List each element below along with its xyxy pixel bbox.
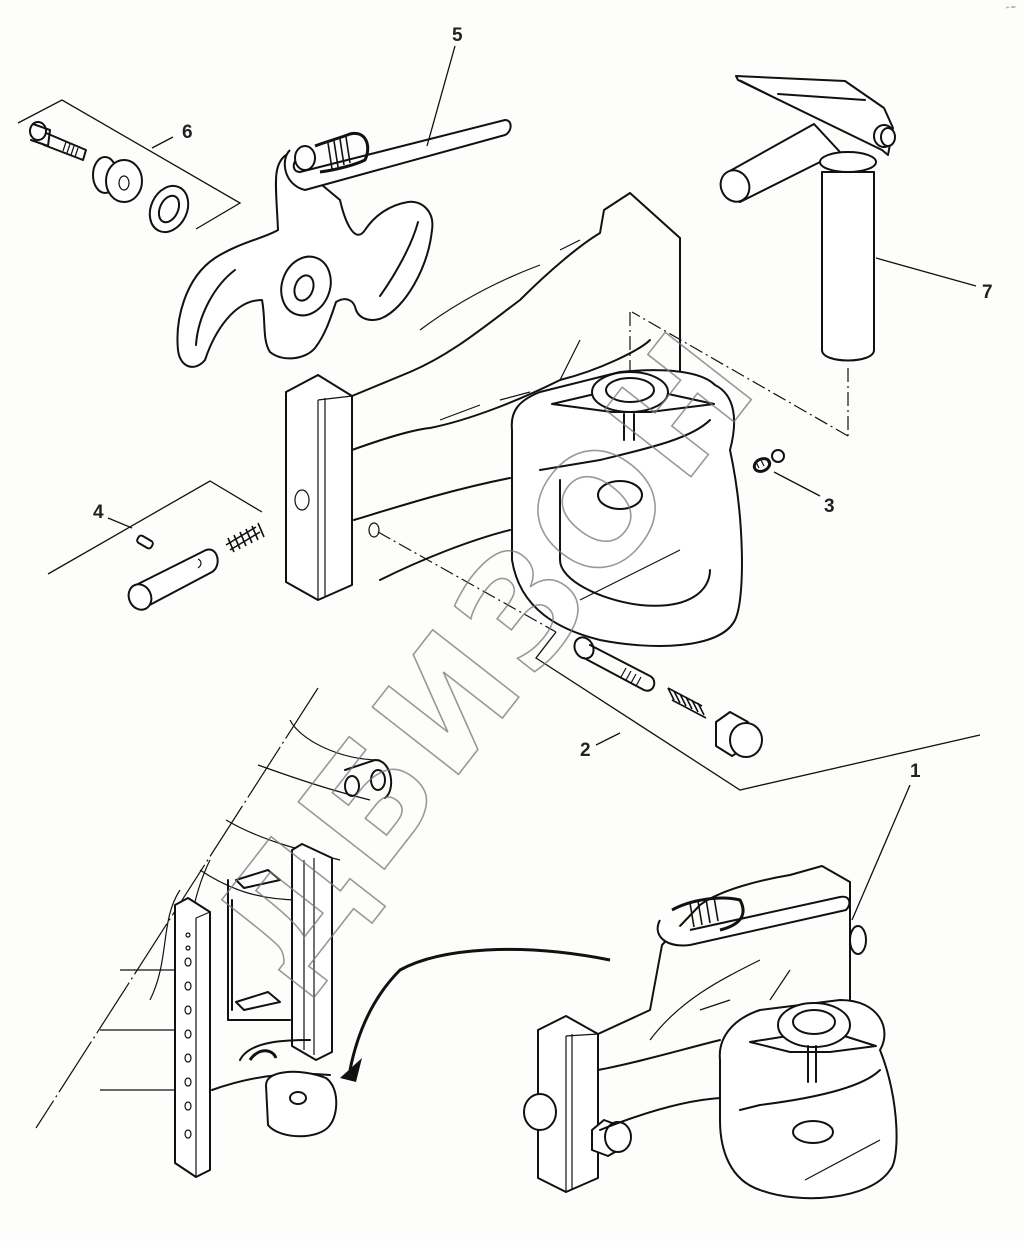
lever-spring (294, 131, 370, 174)
callout-6: 6 (182, 122, 193, 143)
coupling-pin (821, 171, 875, 362)
lever-handle (283, 119, 512, 191)
part-6-bracket (17, 99, 242, 230)
plate-slot-left (195, 269, 236, 346)
plate-boss (280, 255, 332, 317)
part-2-group (535, 631, 981, 791)
grease-nipple (752, 457, 772, 473)
part-1-group (523, 784, 911, 1200)
cap-2 (715, 711, 763, 758)
assembly-mount-block (537, 1015, 599, 1193)
part-6-group (17, 99, 242, 234)
install-rail-holes (184, 932, 192, 1139)
part-4-bracket (47, 480, 263, 575)
bushing-6 (92, 156, 143, 203)
assembly-handle (656, 895, 851, 947)
spring-4 (225, 522, 265, 553)
roll-pin (136, 534, 154, 550)
part-3-group (752, 449, 821, 497)
install-right-rail (291, 843, 333, 1061)
pin-collar (819, 151, 877, 173)
part-5-group (176, 45, 512, 368)
assembly-pin-head (523, 1093, 557, 1131)
drawbar-mount-block (285, 374, 353, 601)
installation-view (35, 687, 393, 1178)
spring-2 (667, 687, 707, 719)
install-arrow-head (340, 1058, 362, 1082)
part-7-group (629, 75, 977, 437)
drawbar-body (285, 192, 743, 647)
bolt-6 (29, 121, 87, 161)
callout-1: 1 (910, 761, 921, 782)
hitch-pin (127, 548, 219, 611)
part-4-group (47, 480, 265, 611)
part-2-bracket (535, 631, 981, 791)
install-arrow (348, 947, 611, 1071)
install-left-rail (174, 897, 211, 1178)
corner-mark: ⌐ ═ (1006, 5, 1016, 11)
bolt-2 (573, 636, 656, 692)
callout-7: 7 (982, 282, 993, 303)
callout-5: 5 (452, 25, 463, 46)
callout-4: 4 (93, 502, 104, 523)
plate-slot-right (379, 221, 419, 297)
callout-3: 3 (824, 496, 835, 517)
callout-2: 2 (580, 740, 591, 761)
washer-6 (148, 184, 190, 234)
